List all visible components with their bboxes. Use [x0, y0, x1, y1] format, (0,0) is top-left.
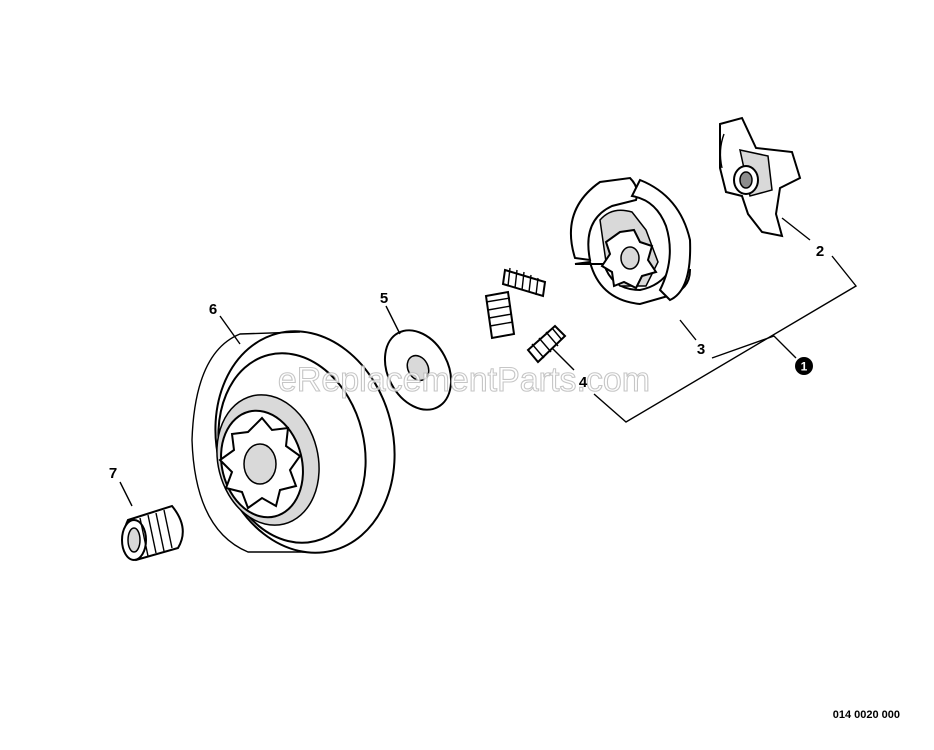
callout-3: 3 — [697, 341, 705, 358]
needle-bearing-part-7 — [121, 504, 184, 562]
springs-part-4 — [484, 267, 567, 364]
spring-1 — [501, 267, 547, 298]
callouts: 6 5 7 2 3 4 1 — [109, 243, 824, 482]
figure-code: 014 0020 000 — [833, 709, 900, 721]
clutch-hub-part-2 — [719, 116, 802, 238]
callout-7: 7 — [109, 465, 117, 482]
callout-5: 5 — [380, 290, 388, 307]
clutch-drum-part-6 — [191, 330, 396, 554]
callout-1-badge — [795, 357, 813, 375]
callout-4: 4 — [579, 374, 588, 391]
callout-6: 6 — [209, 301, 217, 318]
callout-2: 2 — [816, 243, 824, 260]
callout-1: 1 — [801, 360, 808, 374]
watermark-text: eReplacementParts.com — [278, 361, 650, 399]
spring-2 — [484, 290, 516, 340]
spring-3 — [526, 324, 567, 364]
leader-lines — [119, 217, 858, 507]
washer-part-5 — [383, 329, 453, 411]
clutch-shoes-part-3 — [569, 176, 692, 306]
